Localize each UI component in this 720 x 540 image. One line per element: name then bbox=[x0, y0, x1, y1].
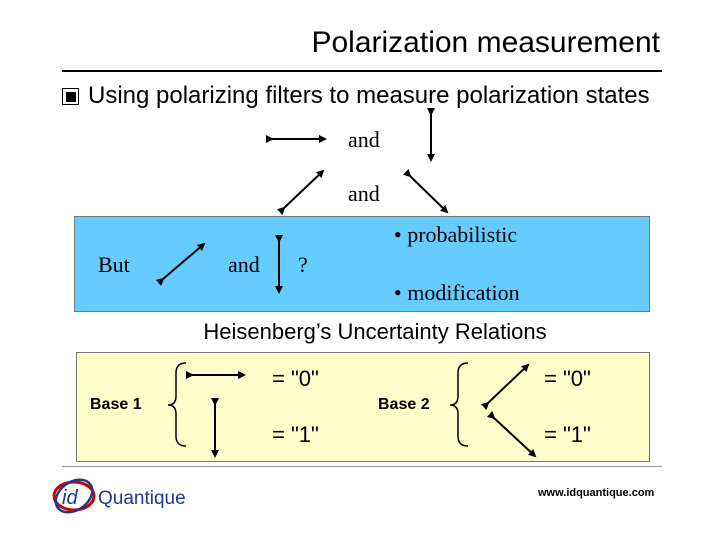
slide-title: Polarization measurement bbox=[311, 26, 660, 59]
title-divider bbox=[62, 70, 662, 72]
modification-bullet: • modification bbox=[394, 280, 520, 305]
footer-divider bbox=[62, 466, 662, 467]
idquantique-logo: id Quantique bbox=[48, 472, 198, 527]
bullet-line: Using polarizing filters to measure pola… bbox=[62, 82, 650, 110]
logo-name-text: Quantique bbox=[98, 488, 186, 509]
and-label-2: and bbox=[348, 181, 380, 206]
antidiagonal-arrow-icon bbox=[402, 168, 449, 214]
question-mark: ? bbox=[298, 252, 308, 277]
probabilistic-bullet: • probabilistic bbox=[394, 222, 518, 247]
diagonal-arrow-icon bbox=[276, 169, 325, 216]
and-label-3: and bbox=[228, 252, 260, 277]
base1-zero-label: = "0" bbox=[272, 366, 319, 391]
base2-zero-label: = "0" bbox=[544, 366, 591, 391]
base1-one-label: = "1" bbox=[272, 422, 319, 447]
and-label-1: and bbox=[348, 127, 380, 152]
heisenberg-heading: Heisenberg’s Uncertainty Relations bbox=[203, 319, 547, 344]
website-url[interactable]: www.idquantique.com bbox=[538, 487, 655, 499]
bullet-text: Using polarizing filters to measure pola… bbox=[88, 82, 650, 109]
base2-label: Base 2 bbox=[378, 396, 430, 413]
probabilistic-box bbox=[74, 216, 650, 312]
base1-label: Base 1 bbox=[90, 396, 142, 413]
but-label: But bbox=[98, 252, 130, 277]
bullet-box-icon bbox=[62, 87, 79, 105]
base2-one-label: = "1" bbox=[544, 422, 591, 447]
logo-id-text: id bbox=[62, 487, 78, 509]
